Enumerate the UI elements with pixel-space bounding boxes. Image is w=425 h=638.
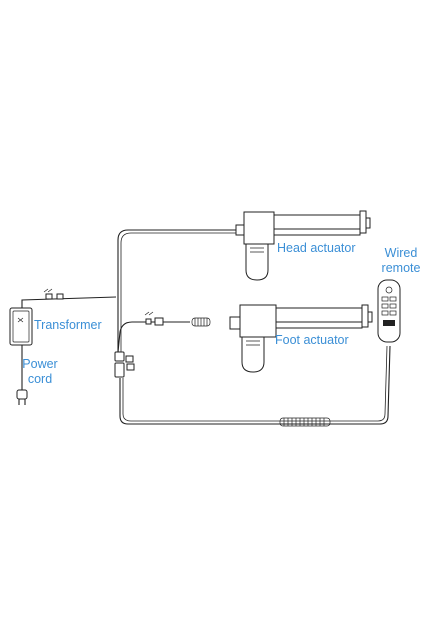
power-cord-label: Power cord [20, 357, 60, 387]
power-plug [16, 389, 28, 405]
wiring [21, 229, 391, 425]
head-actuator-label: Head actuator [277, 241, 356, 255]
wired-remote-label-line1: Wired [384, 246, 418, 260]
wired-remote [377, 279, 401, 343]
foot-actuator [229, 304, 373, 373]
connector-foot [144, 311, 164, 326]
head-actuator [235, 210, 371, 281]
power-cord-label-line2: cord [27, 372, 53, 386]
transformer [9, 307, 33, 346]
foot-actuator-label: Foot actuator [275, 333, 349, 347]
transformer-label: Transformer [34, 318, 102, 332]
wired-remote-label: Wired remote [378, 246, 424, 276]
wired-remote-label-line2: remote [381, 261, 421, 275]
coil-foot [191, 317, 211, 327]
connector-transformer [43, 288, 64, 300]
power-cord-label-line1: Power [22, 357, 58, 371]
junction-connectors [114, 351, 135, 378]
coil-remote [279, 417, 331, 427]
